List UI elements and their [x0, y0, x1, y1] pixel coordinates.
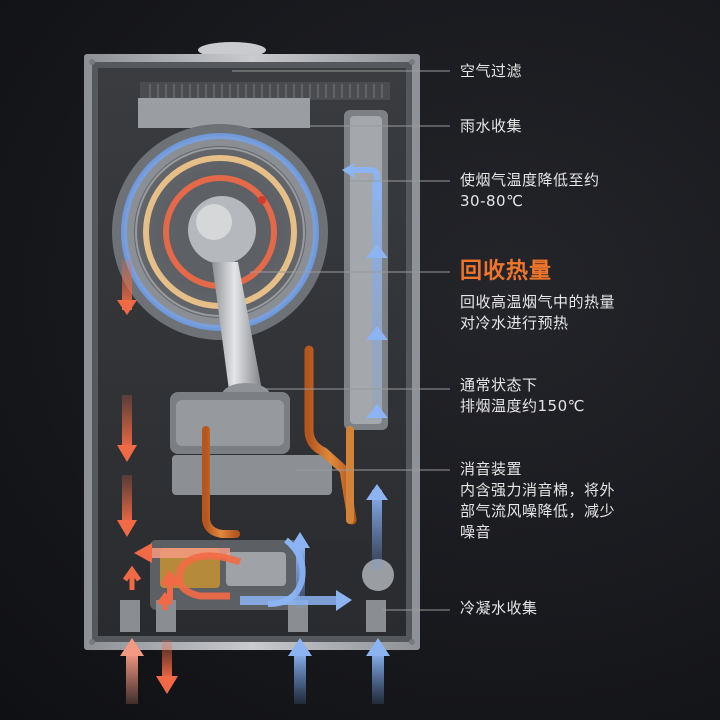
arrow-down-red — [122, 475, 132, 525]
arrow-up-blue — [366, 244, 388, 258]
flue-cooling-line2: 30-80℃ — [460, 192, 524, 210]
heat-recovery-title-text: 回收热量 — [460, 259, 553, 284]
air-filter-grille — [140, 82, 390, 100]
arrow-down-red — [156, 676, 178, 694]
normal-state-line1: 通常状态下 — [460, 376, 538, 394]
normal-state-line2: 排烟温度约150℃ — [460, 397, 585, 415]
label-silencer: 消音装置 内含强力消音棉，将外 部气流风噪降低，减少 噪音 — [460, 459, 615, 543]
silencer-title-text: 消音装置 — [460, 460, 523, 478]
casing-screws — [89, 59, 415, 645]
arrow-up-blue — [366, 484, 388, 500]
label-normal-state: 通常状态下 排烟温度约150℃ — [460, 375, 585, 417]
arrow-up-blue — [366, 638, 390, 656]
arrow-down-red — [122, 260, 132, 310]
arrow-down-red — [117, 300, 137, 315]
label-flue-cooling: 使烟气温度降低至约 30-80℃ — [460, 170, 600, 212]
arrow-down-red — [117, 520, 137, 537]
hot-water-flow — [117, 260, 242, 704]
label-rain-collection: 雨水收集 — [460, 116, 522, 137]
arrow-up-blue — [366, 404, 388, 418]
rain-collection-text: 雨水收集 — [460, 117, 523, 135]
arrow-up-blue — [366, 326, 388, 340]
silencer-line2: 部气流风噪降低，减少 — [460, 502, 616, 520]
silencer-box — [172, 455, 332, 495]
label-heat-recovery-title: 回收热量 — [460, 258, 552, 286]
arrow-up-blue — [288, 638, 312, 656]
condensate-text: 冷凝水收集 — [460, 599, 538, 617]
silencer-line3: 噪音 — [460, 523, 492, 541]
leader-lines — [232, 70, 450, 611]
arrow-down-red — [117, 445, 137, 462]
flue-cooling-line1: 使烟气温度降低至约 — [460, 171, 600, 189]
copper-pipes — [202, 345, 357, 538]
silencer-line1: 内含强力消音棉，将外 — [460, 481, 616, 499]
label-air-filter: 空气过滤 — [460, 61, 522, 82]
arrow-up-blue — [290, 532, 310, 548]
label-condensate: 冷凝水收集 — [460, 598, 538, 619]
air-filter-text: 空气过滤 — [460, 62, 523, 80]
arrow-down-red — [122, 395, 132, 450]
label-heat-recovery-desc: 回收高温烟气中的热量 对冷水进行预热 — [460, 292, 615, 334]
heat-recovery-line2: 对冷水进行预热 — [460, 314, 569, 332]
cold-water-flow — [240, 163, 390, 704]
heat-recovery-line1: 回收高温烟气中的热量 — [460, 293, 616, 311]
